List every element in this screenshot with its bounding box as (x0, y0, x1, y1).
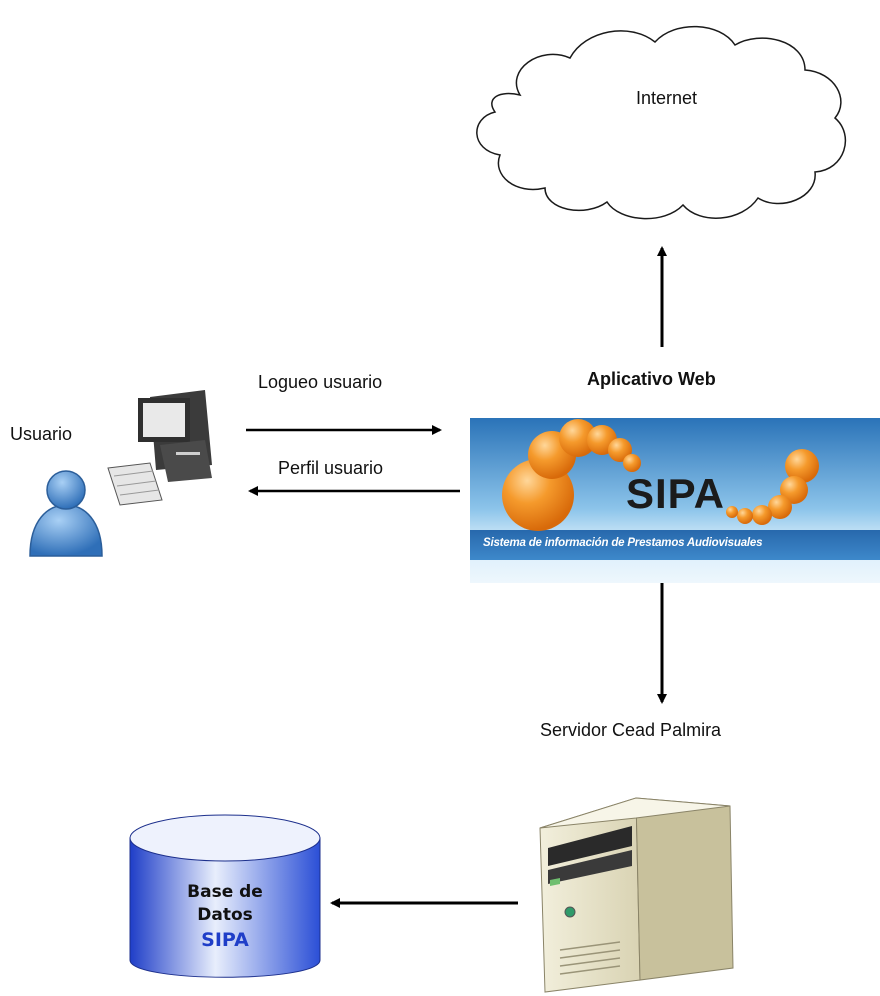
internet-cloud-icon (476, 25, 846, 220)
server-icon (539, 797, 734, 993)
database-icon (129, 814, 321, 978)
orange-worm-right-icon (726, 449, 819, 525)
internet-label: Internet (636, 88, 698, 108)
login-flow-label: Logueo usuario (258, 372, 383, 392)
orange-worm-left-icon (502, 419, 641, 531)
banner-title: SIPA (626, 470, 725, 517)
user-label: Usuario (10, 424, 73, 444)
sipa-banner (470, 418, 880, 583)
server-label: Servidor Cead Palmira (540, 720, 722, 740)
database-label-line3: SIPA (201, 929, 249, 951)
profile-flow-label: Perfil usuario (278, 458, 384, 478)
database-label-line1: Base de (187, 882, 263, 902)
webapp-label: Aplicativo Web (587, 369, 716, 389)
computer-icon (107, 390, 212, 506)
database-label-line2: Datos (197, 905, 253, 925)
banner-subtitle: Sistema de información de Prestamos Audi… (483, 537, 763, 549)
user-icon (29, 470, 103, 557)
